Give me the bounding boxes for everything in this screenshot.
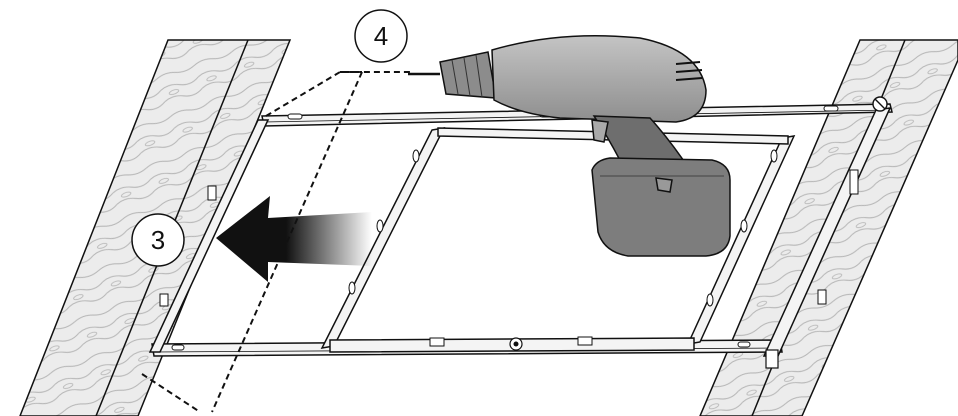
step-3-number: 3	[151, 225, 165, 255]
mounting-bracket-frame	[148, 96, 893, 369]
step-4-callout: 4	[354, 9, 408, 63]
cordless-drill-icon	[408, 34, 731, 257]
step-3-callout: 3	[131, 213, 185, 267]
direction-arrow-icon	[216, 196, 372, 282]
step-4-number: 4	[374, 21, 388, 51]
